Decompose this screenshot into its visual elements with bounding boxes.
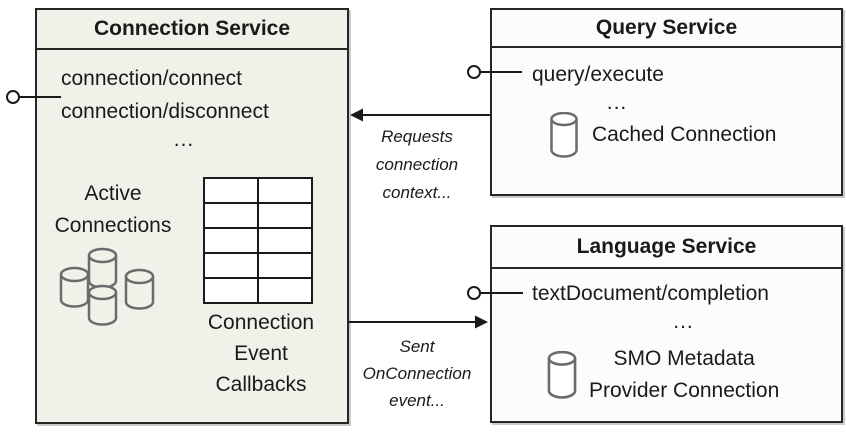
language-service-box: Language Service textDocument/completion…: [490, 225, 843, 423]
language-service-title: Language Service: [492, 227, 841, 269]
connection-service-methods: connection/connect connection/disconnect…: [61, 62, 307, 152]
methods-ellipsis: ...: [606, 91, 628, 114]
connection-service-box: Connection Service connection/connect co…: [35, 8, 349, 424]
database-cylinder-icon: [550, 112, 578, 158]
callback-table-grid-icon: [203, 177, 313, 304]
method-textdocument-completion: textDocument/completion: [532, 282, 769, 305]
query-service-title: Query Service: [492, 10, 841, 48]
connection-event-callbacks-label: Connection Event Callbacks: [207, 311, 315, 396]
language-service-methods: textDocument/completion ...: [532, 277, 835, 334]
requests-connection-context-label: Requests connection context...: [375, 127, 459, 202]
smo-metadata-row: SMO Metadata Provider Connection: [547, 343, 779, 407]
method-connection-connect: connection/connect: [61, 67, 242, 90]
methods-ellipsis: ...: [173, 128, 195, 151]
query-service-methods: query/execute ...: [532, 58, 702, 115]
arrow-requests-connection-context: [350, 108, 490, 122]
database-cylinder-icon: [547, 351, 577, 399]
active-connections-label: Active Connections: [54, 182, 172, 237]
method-query-execute: query/execute: [532, 63, 664, 86]
query-service-box: Query Service query/execute ... Cached C…: [490, 8, 843, 196]
methods-ellipsis: ...: [673, 310, 694, 333]
method-connection-disconnect: connection/disconnect: [61, 100, 269, 123]
sent-onconnection-event-label: Sent OnConnection event...: [362, 337, 472, 410]
database-cluster-icon: [59, 247, 155, 326]
arrow-sent-onconnection-event: [349, 315, 488, 329]
connection-service-title: Connection Service: [37, 10, 347, 50]
smo-metadata-provider-label: SMO Metadata Provider Connection: [589, 347, 780, 402]
cached-connection-label: Cached Connection: [592, 123, 777, 146]
cached-connection-row: Cached Connection: [550, 112, 776, 158]
